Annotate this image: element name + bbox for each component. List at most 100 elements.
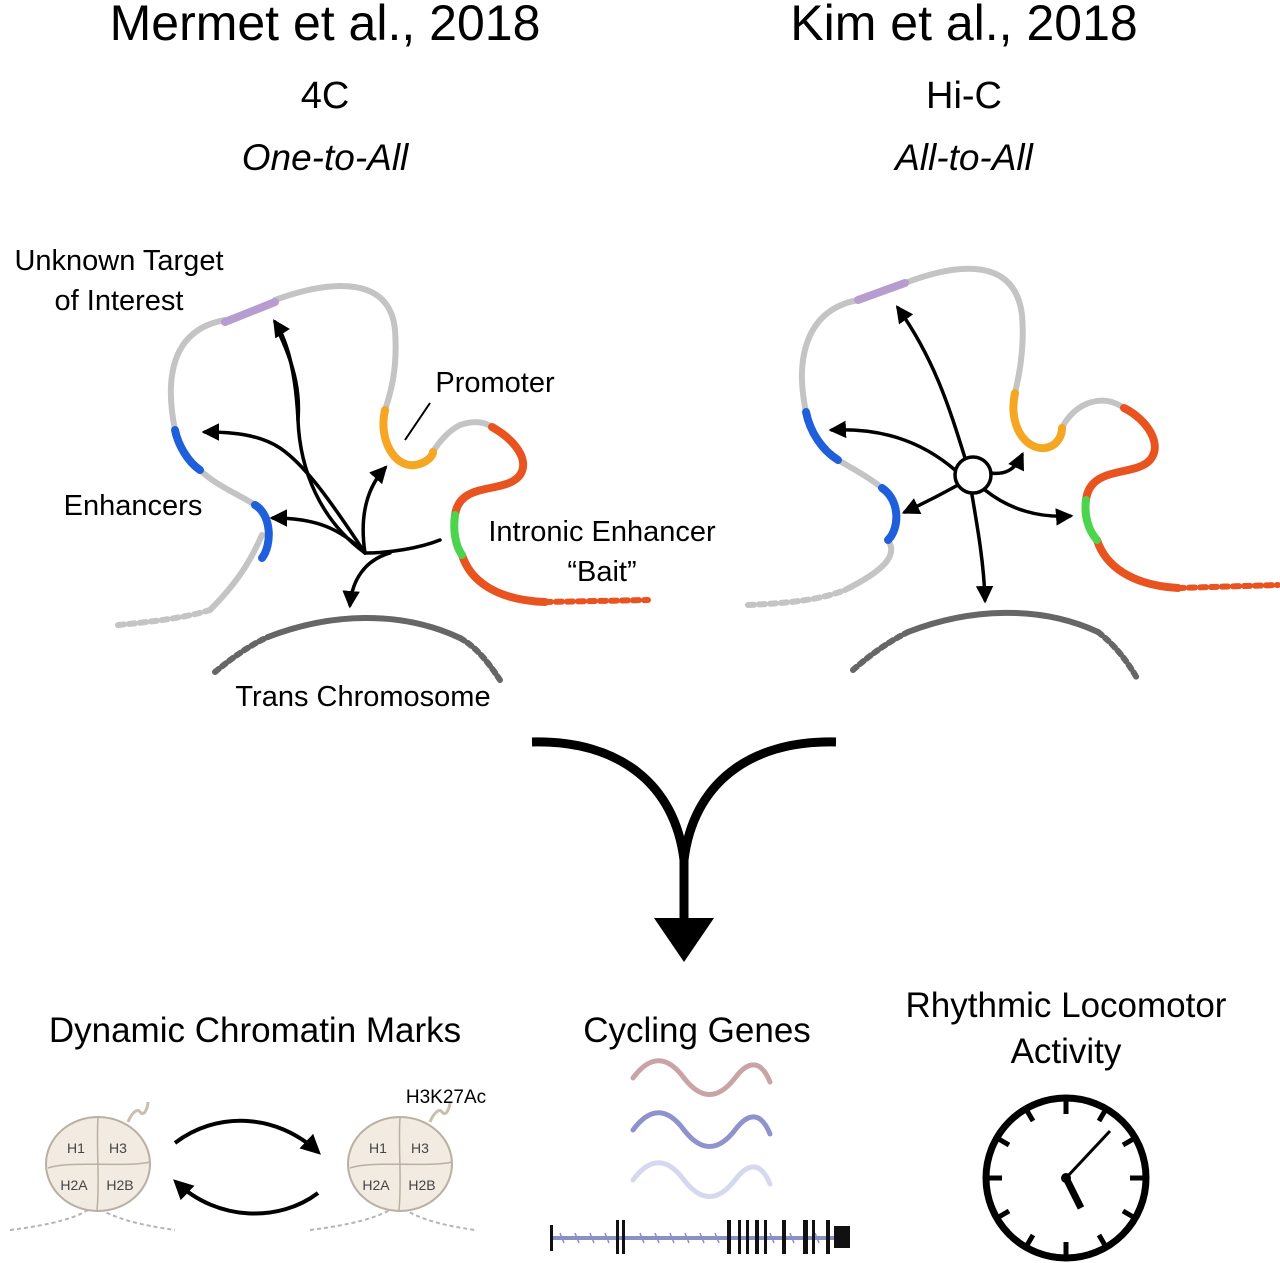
nucleosome-right: H1 H3 H2A H2B H3K27Ac xyxy=(309,1087,486,1231)
wave-3 xyxy=(630,1160,773,1199)
right-arrow-to-enhancer-1 xyxy=(828,420,957,472)
gene-exon-2 xyxy=(616,1220,619,1254)
right-trans-dashed-left xyxy=(850,629,911,673)
left-enhancer-segment-2 xyxy=(251,501,273,562)
right-method: Hi-C xyxy=(926,75,1002,117)
right-trans-chromosome xyxy=(905,609,1101,635)
gene-exon-8 xyxy=(764,1220,767,1254)
gene-exon-5 xyxy=(738,1220,741,1254)
left-unknown-target-segment xyxy=(221,298,279,326)
left-study-title: Mermet et al., 2018 xyxy=(110,0,541,51)
chromatin-marks-heading: Dynamic Chromatin Marks xyxy=(49,1011,461,1050)
gene-exon-1 xyxy=(550,1225,553,1251)
enhancers-label: Enhancers xyxy=(64,490,203,522)
left-gene-body xyxy=(451,423,549,606)
histone-right-h2b: H2B xyxy=(408,1177,435,1193)
gene-exon-9 xyxy=(782,1220,786,1254)
nucleosome-left: H1 H3 H2A H2B xyxy=(9,1101,176,1231)
gene-model-intron-ticks xyxy=(559,1232,820,1244)
gene-exon-7 xyxy=(755,1220,759,1254)
nucleosome-right-tail xyxy=(428,1101,452,1123)
nucleosome-left-tail xyxy=(126,1101,150,1123)
left-trans-dashed-left xyxy=(212,634,271,675)
unknown-target-label-line2: of Interest xyxy=(55,285,184,317)
left-arrow-to-trans xyxy=(342,551,392,609)
right-chromatin-diagram xyxy=(745,265,1280,683)
wave-1 xyxy=(630,1058,773,1097)
histone-left-h2b: H2B xyxy=(106,1177,133,1193)
intronic-enhancer-label-line2: “Bait” xyxy=(567,556,636,588)
locomotor-heading-line2: Activity xyxy=(1011,1032,1122,1071)
left-promoter-segment xyxy=(379,406,437,470)
right-bait-segment xyxy=(1081,496,1101,544)
gene-exon-3 xyxy=(622,1220,625,1254)
left-gene-body-dashed xyxy=(542,597,651,605)
gene-exon-11 xyxy=(812,1220,815,1254)
right-promoter-segment xyxy=(1009,389,1066,453)
nucleosome-left-dna xyxy=(9,1204,176,1231)
left-trans-chromosome xyxy=(265,615,463,641)
left-contact-arrows xyxy=(201,319,442,609)
gene-exon-10 xyxy=(803,1220,808,1254)
gene-model xyxy=(550,1220,850,1254)
left-arrow-to-promoter xyxy=(361,465,388,555)
right-trans-dashed-right xyxy=(1095,629,1141,683)
right-chromatin-dashed xyxy=(745,587,848,608)
left-chromatin-fiber xyxy=(167,283,495,613)
convergence-arrow-left-branch xyxy=(531,737,689,861)
left-mode: One-to-All xyxy=(242,137,410,178)
unknown-target-label-line1: Unknown Target xyxy=(14,245,223,277)
h3k27ac-mark-label: H3K27Ac xyxy=(406,1087,486,1108)
wave-2 xyxy=(630,1110,773,1149)
clock-icon xyxy=(982,1094,1150,1262)
left-enhancer-segment-1 xyxy=(171,426,204,474)
clock-center xyxy=(1061,1173,1071,1183)
cycling-genes-heading: Cycling Genes xyxy=(583,1011,811,1050)
right-arrow-to-promoter xyxy=(988,451,1025,476)
histone-left-h2a: H2A xyxy=(60,1177,88,1193)
right-mode: All-to-All xyxy=(893,137,1035,178)
left-arrow-to-unknown-branch xyxy=(278,333,301,422)
convergence-arrow xyxy=(531,737,837,922)
nucleosome-exchange-arrows xyxy=(173,1118,321,1216)
locomotor-heading-line1: Rhythmic Locomotor xyxy=(906,986,1227,1025)
exchange-arrow-back xyxy=(173,1179,320,1216)
intronic-enhancer-label-line1: Intronic Enhancer xyxy=(488,516,716,548)
promoter-label: Promoter xyxy=(435,367,555,399)
right-contact-arrows xyxy=(828,305,1074,604)
right-chromatin-fiber xyxy=(799,265,1127,593)
right-arrow-to-trans xyxy=(970,493,994,604)
right-arrow-to-bait xyxy=(983,488,1074,526)
left-chromatin-diagram xyxy=(115,283,651,683)
right-unknown-target-segment xyxy=(854,279,909,304)
left-arrow-to-enhancer-1 xyxy=(201,423,367,555)
clock-minute-hand xyxy=(1064,1129,1112,1180)
histone-right-h1: H1 xyxy=(369,1140,387,1156)
right-all-to-all-hub xyxy=(953,455,993,495)
cycling-waves xyxy=(630,1058,773,1199)
right-enhancer-segment-1 xyxy=(802,408,842,464)
promoter-pointer-line xyxy=(404,402,431,441)
trans-chromosome-label: Trans Chromosome xyxy=(235,681,490,713)
histone-left-h3: H3 xyxy=(109,1140,127,1156)
right-gene-body xyxy=(1082,404,1182,592)
left-trans-dashed-right xyxy=(457,635,503,683)
left-bait-segment xyxy=(450,511,466,559)
histone-left-h1: H1 xyxy=(67,1140,85,1156)
nucleosome-left-dividers xyxy=(47,1117,151,1211)
left-chromatin-dashed xyxy=(115,607,213,628)
left-arrow-to-enhancer-2 xyxy=(269,509,367,555)
left-method: 4C xyxy=(301,75,350,117)
exchange-arrow-forward xyxy=(173,1118,321,1155)
convergence-arrow-right-branch xyxy=(679,737,837,861)
left-arrow-bundle xyxy=(363,538,442,555)
right-arrow-to-enhancer-2 xyxy=(901,483,960,515)
convergence-arrowhead xyxy=(654,918,714,962)
gene-exon-6 xyxy=(746,1220,749,1254)
right-study-title: Kim et al., 2018 xyxy=(790,0,1137,51)
clock-hour-hand xyxy=(1062,1176,1085,1210)
right-enhancer-segment-2 xyxy=(878,484,901,544)
right-arrow-to-unknown xyxy=(895,305,967,460)
gene-exon-12 xyxy=(826,1220,830,1254)
